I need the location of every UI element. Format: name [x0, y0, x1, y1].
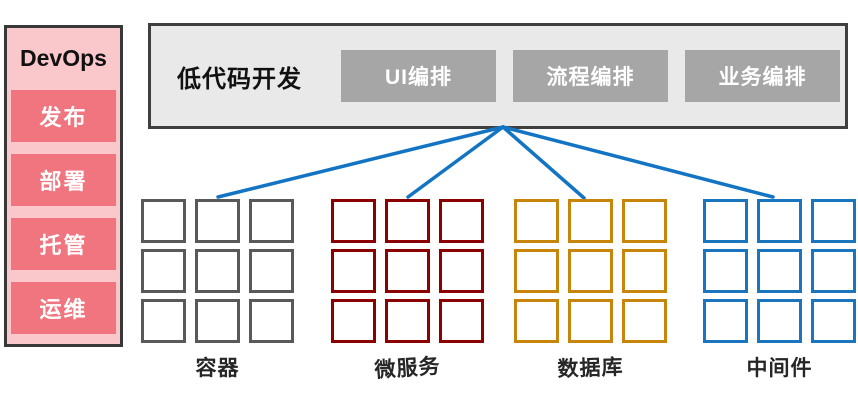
database-cell	[568, 199, 613, 243]
middleware-cells	[703, 199, 856, 343]
database-cell	[568, 299, 613, 343]
container-cells	[141, 199, 294, 343]
middleware-cell	[811, 249, 856, 293]
grid-label-database: 数据库	[557, 355, 624, 382]
microservice-cell	[439, 249, 484, 293]
connector-line	[501, 125, 775, 199]
database-cells	[514, 199, 667, 343]
middleware-cell	[757, 199, 802, 243]
lowcode-module-1: UI编排	[341, 50, 496, 102]
database-cell	[514, 249, 559, 293]
lowcode-module-2: 流程编排	[513, 50, 668, 102]
container-cell	[249, 199, 294, 243]
middleware-cell	[703, 199, 748, 243]
container-cell	[249, 299, 294, 343]
grid-label-middleware: 中间件	[746, 357, 813, 380]
database-cell	[514, 299, 559, 343]
middleware-cell	[811, 199, 856, 243]
container-cell	[141, 299, 186, 343]
connector-line	[216, 125, 505, 199]
lowcode-title: 低代码开发	[177, 65, 302, 93]
microservice-cell	[331, 249, 376, 293]
microservice-cell	[331, 199, 376, 243]
devops-item-list: 发布部署托管运维	[7, 88, 120, 334]
devops-item-1: 发布	[11, 90, 116, 142]
grid-label-container: 容器	[195, 357, 240, 380]
database-cell	[622, 249, 667, 293]
container-cell	[249, 249, 294, 293]
connector-line	[406, 125, 505, 199]
microservice-cell	[385, 299, 430, 343]
lowcode-module-list: UI编排流程编排业务编排	[341, 50, 840, 102]
grid-container: 容器	[141, 199, 294, 380]
lowcode-panel: 低代码开发 UI编排流程编排业务编排	[148, 23, 848, 129]
microservice-cell	[439, 199, 484, 243]
devops-panel: DevOps 发布部署托管运维	[4, 25, 123, 347]
lowcode-module-3: 业务编排	[685, 50, 840, 102]
database-cell	[568, 249, 613, 293]
devops-title: DevOps	[20, 44, 107, 71]
database-cell	[622, 199, 667, 243]
microservice-cell	[439, 299, 484, 343]
middleware-cell	[757, 299, 802, 343]
connector-line	[501, 125, 586, 200]
microservice-cell	[331, 299, 376, 343]
container-cell	[195, 299, 240, 343]
middleware-cell	[703, 299, 748, 343]
grid-microservice: 微服务	[331, 199, 484, 382]
container-cell	[195, 249, 240, 293]
container-cell	[141, 199, 186, 243]
middleware-cell	[757, 249, 802, 293]
container-cell	[195, 199, 240, 243]
devops-item-3: 托管	[11, 218, 116, 270]
devops-item-4: 运维	[11, 282, 116, 334]
database-cell	[622, 299, 667, 343]
grid-middleware: 中间件	[703, 199, 856, 380]
microservice-cells	[331, 199, 484, 343]
middleware-cell	[703, 249, 748, 293]
container-cell	[141, 249, 186, 293]
microservice-cell	[385, 249, 430, 293]
devops-item-2: 部署	[11, 154, 116, 206]
grid-database: 数据库	[514, 199, 667, 381]
database-cell	[514, 199, 559, 243]
microservice-cell	[385, 199, 430, 243]
middleware-cell	[811, 299, 856, 343]
grid-label-microservice: 微服务	[373, 354, 442, 383]
